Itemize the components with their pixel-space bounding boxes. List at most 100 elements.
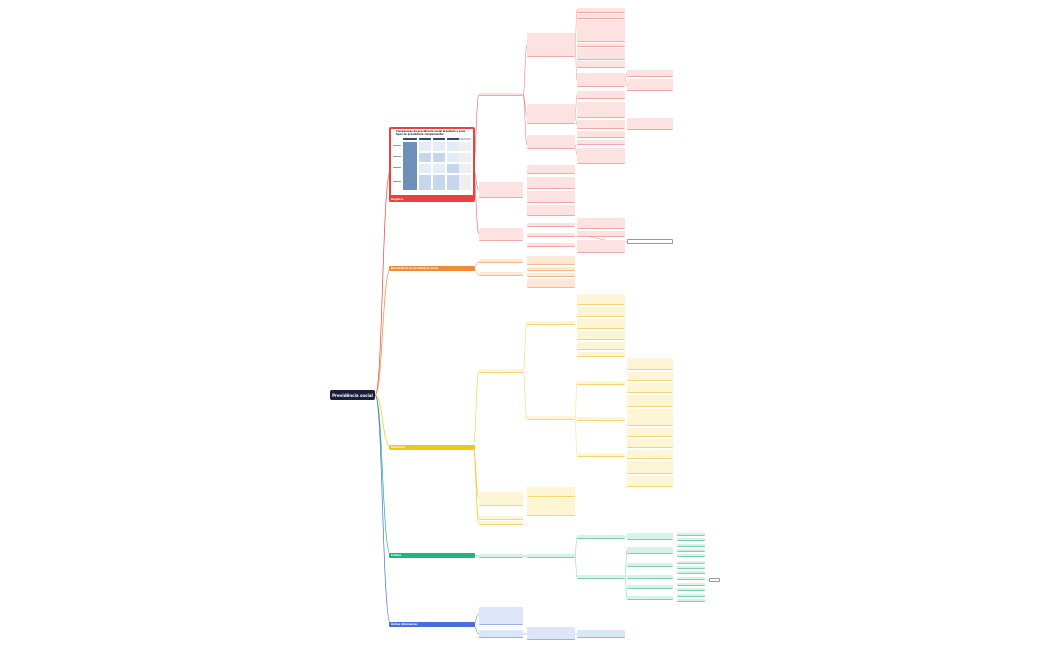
- custeio-rate[interactable]: [677, 571, 705, 574]
- custeio-rate[interactable]: [677, 577, 705, 580]
- regimes-subnode[interactable]: [527, 191, 575, 203]
- regimes-node-rpps[interactable]: [479, 182, 523, 198]
- custeio-rate[interactable]: [677, 533, 705, 536]
- regimes-subnode[interactable]: [527, 205, 575, 216]
- regimes-leaf[interactable]: [577, 20, 625, 42]
- beneficios-leaf[interactable]: [577, 381, 625, 385]
- beneficios-leaf[interactable]: [577, 342, 625, 350]
- custeio-rate[interactable]: [677, 588, 705, 591]
- custeio-subnode[interactable]: [527, 554, 575, 558]
- beneficios-leaf[interactable]: [577, 331, 625, 340]
- regimes-node-complementar[interactable]: [479, 228, 523, 241]
- regimes-leaf[interactable]: [577, 102, 625, 118]
- branch-regimes[interactable]: Comparação da previdência social brasile…: [389, 127, 475, 202]
- regimes-leaf[interactable]: [577, 131, 625, 138]
- regimes-subnode[interactable]: [527, 104, 575, 124]
- regimes-subnode[interactable]: [527, 233, 575, 237]
- branch-beneficios[interactable]: Benefícios: [389, 445, 475, 450]
- custeio-rate[interactable]: [677, 566, 705, 569]
- beneficios-leaf[interactable]: [577, 453, 625, 457]
- regimes-leaf[interactable]: [577, 91, 625, 99]
- beneficios-leaf-deep[interactable]: [627, 461, 673, 474]
- beneficios-leaf-deep[interactable]: [627, 439, 673, 448]
- beneficios-leaf-deep[interactable]: [627, 383, 673, 393]
- custeio-leaf-deep[interactable]: [627, 585, 673, 589]
- regimes-node-rgps[interactable]: [479, 93, 523, 96]
- regimes-subnode[interactable]: [527, 165, 575, 174]
- regimes-leaf[interactable]: [577, 8, 625, 13]
- beneficios-node[interactable]: [479, 369, 523, 373]
- regimes-leaf-deep[interactable]: [627, 70, 673, 77]
- beneficios-leaf[interactable]: [577, 352, 625, 357]
- beneficiarios-leaf[interactable]: [527, 279, 575, 288]
- beneficios-leaf-deep[interactable]: [627, 476, 673, 487]
- regimes-leaf-deep[interactable]: [627, 79, 673, 91]
- beneficiarios-node[interactable]: [479, 272, 523, 276]
- custeio-leaf-deep[interactable]: [627, 596, 673, 600]
- custeio-rate[interactable]: [677, 549, 705, 552]
- custeio-note-outline[interactable]: [709, 578, 720, 582]
- custeio-leaf-deep[interactable]: [627, 563, 673, 567]
- regimes-leaf[interactable]: [577, 148, 625, 164]
- root-node[interactable]: Previdência social: [330, 390, 375, 400]
- regimes-subnode[interactable]: [527, 243, 575, 247]
- beneficios-leaf-deep[interactable]: [627, 428, 673, 437]
- branch-beneficiarios[interactable]: Beneficiários do previdência social: [389, 266, 475, 271]
- regimes-leaf[interactable]: [577, 14, 625, 19]
- beneficios-node[interactable]: [479, 516, 523, 520]
- beneficios-subnode[interactable]: [527, 416, 575, 420]
- beneficiarios-node[interactable]: [479, 259, 523, 263]
- custeio-leaf-deep[interactable]: [627, 547, 673, 554]
- custeio-node[interactable]: [479, 554, 523, 558]
- regimes-leaf[interactable]: [577, 218, 625, 229]
- regimes-leaf[interactable]: [577, 43, 625, 47]
- beneficios-leaf-deep[interactable]: [627, 395, 673, 407]
- beneficios-leaf[interactable]: [577, 417, 625, 421]
- regimes-leaf[interactable]: [577, 73, 625, 87]
- beneficios-leaf-deep[interactable]: [627, 409, 673, 426]
- custeio-rate[interactable]: [677, 554, 705, 557]
- beneficios-leaf[interactable]: [577, 319, 625, 329]
- custeio-rate[interactable]: [677, 544, 705, 547]
- regimes-leaf-deep[interactable]: [627, 118, 673, 130]
- regimes-leaf[interactable]: [577, 120, 625, 129]
- custeio-leaf[interactable]: [577, 535, 625, 539]
- beneficios-node[interactable]: [479, 521, 523, 525]
- beneficios-subnode[interactable]: [527, 487, 575, 497]
- beneficios-subnode[interactable]: [527, 321, 575, 325]
- regimes-leaf[interactable]: [577, 61, 625, 68]
- custeio-leaf-deep[interactable]: [627, 575, 673, 579]
- beneficios-node[interactable]: [479, 492, 523, 506]
- outras-node[interactable]: [479, 630, 523, 638]
- regimes-subnode[interactable]: [527, 33, 575, 57]
- beneficiarios-leaf[interactable]: [527, 273, 575, 277]
- beneficios-leaf[interactable]: [577, 294, 625, 305]
- regimes-subnode[interactable]: [527, 135, 575, 149]
- outras-node[interactable]: [479, 607, 523, 625]
- regimes-note-outline[interactable]: [627, 239, 673, 244]
- custeio-rate[interactable]: [677, 594, 705, 597]
- regimes-leaf[interactable]: [577, 231, 625, 237]
- regimes-subnode[interactable]: [527, 177, 575, 189]
- beneficios-leaf-deep[interactable]: [627, 372, 673, 381]
- regimes-leaf[interactable]: [577, 240, 625, 253]
- beneficios-leaf-deep[interactable]: [627, 450, 673, 459]
- regimes-leaf[interactable]: [577, 48, 625, 60]
- outras-subnode[interactable]: [527, 627, 575, 640]
- branch-custeio[interactable]: Custeio: [389, 553, 475, 558]
- beneficios-subnode[interactable]: [527, 498, 575, 516]
- beneficios-leaf-deep[interactable]: [627, 358, 673, 370]
- beneficiarios-leaf[interactable]: [527, 256, 575, 265]
- outras-leaf[interactable]: [577, 630, 625, 638]
- custeio-rate[interactable]: [677, 599, 705, 602]
- regimes-leaf[interactable]: [577, 140, 625, 145]
- beneficios-leaf[interactable]: [577, 307, 625, 317]
- custeio-leaf-deep[interactable]: [627, 533, 673, 540]
- custeio-rate[interactable]: [677, 538, 705, 541]
- regimes-subnode[interactable]: [527, 223, 575, 227]
- custeio-leaf[interactable]: [577, 575, 625, 579]
- custeio-rate[interactable]: [677, 583, 705, 586]
- custeio-rate[interactable]: [677, 561, 705, 564]
- beneficiarios-leaf[interactable]: [527, 267, 575, 271]
